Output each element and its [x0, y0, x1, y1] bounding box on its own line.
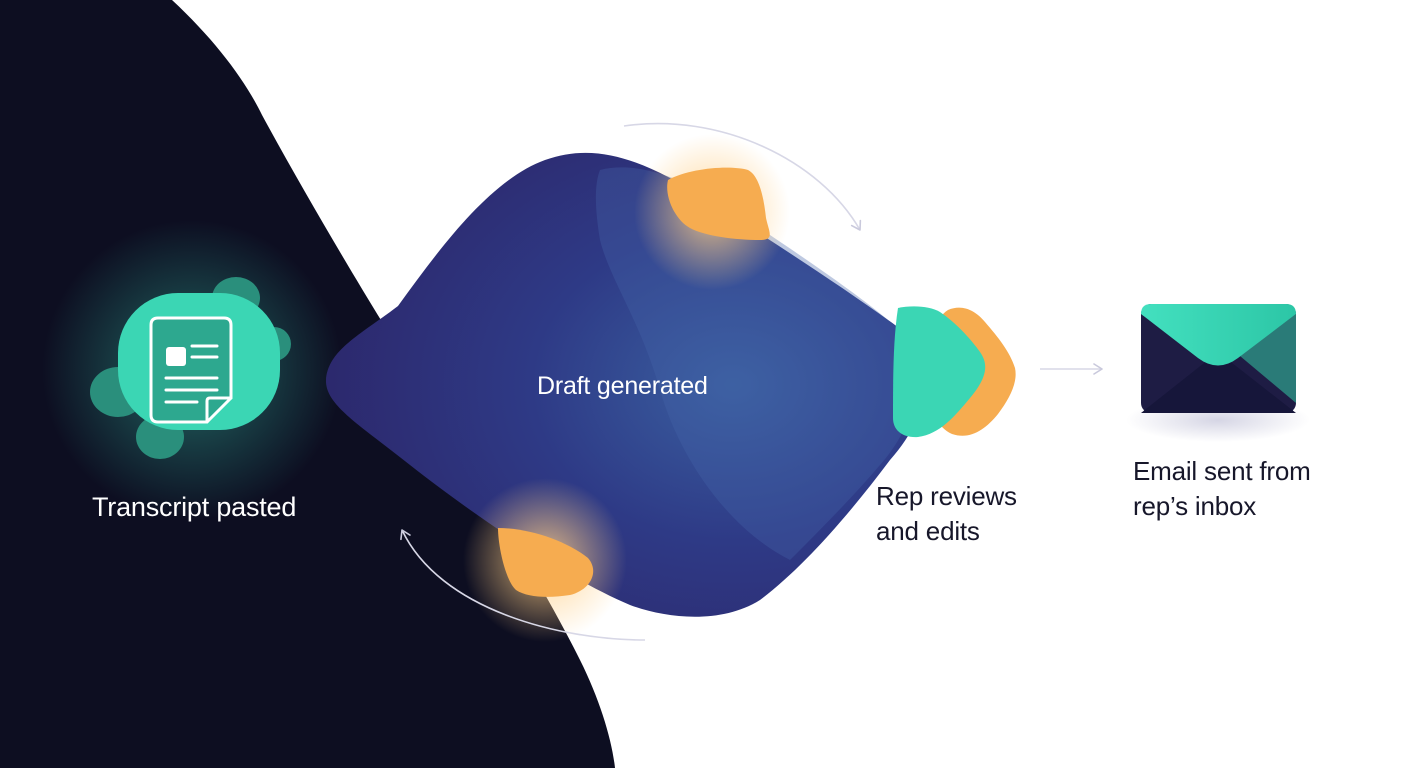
- transcript-pasted-label: Transcript pasted: [92, 490, 296, 525]
- review-teal-shape: [893, 306, 986, 438]
- draft-generated-label: Draft generated: [537, 369, 708, 404]
- email-sent-line1: Email sent from: [1133, 456, 1311, 486]
- rep-reviews-label: Rep reviews and edits: [876, 479, 1017, 549]
- rep-reviews-line2: and edits: [876, 516, 980, 546]
- bottom-orange-blob: [498, 528, 594, 597]
- email-sent-label: Email sent from rep’s inbox: [1133, 454, 1311, 524]
- transcript-pasted-text: Transcript pasted: [92, 492, 297, 522]
- top-orange-blob: [667, 167, 770, 240]
- transcript-blob-cluster: [90, 277, 291, 459]
- email-sent-line2: rep’s inbox: [1133, 491, 1257, 521]
- rep-reviews-line1: Rep reviews: [876, 481, 1017, 511]
- draft-generated-text: Draft generated: [537, 372, 708, 400]
- top-curved-arrow: [623, 122, 862, 231]
- envelope-icon: [1141, 304, 1296, 413]
- bottom-curved-arrow: [400, 529, 646, 641]
- document-icon: [149, 316, 233, 424]
- draft-blob: [325, 152, 925, 617]
